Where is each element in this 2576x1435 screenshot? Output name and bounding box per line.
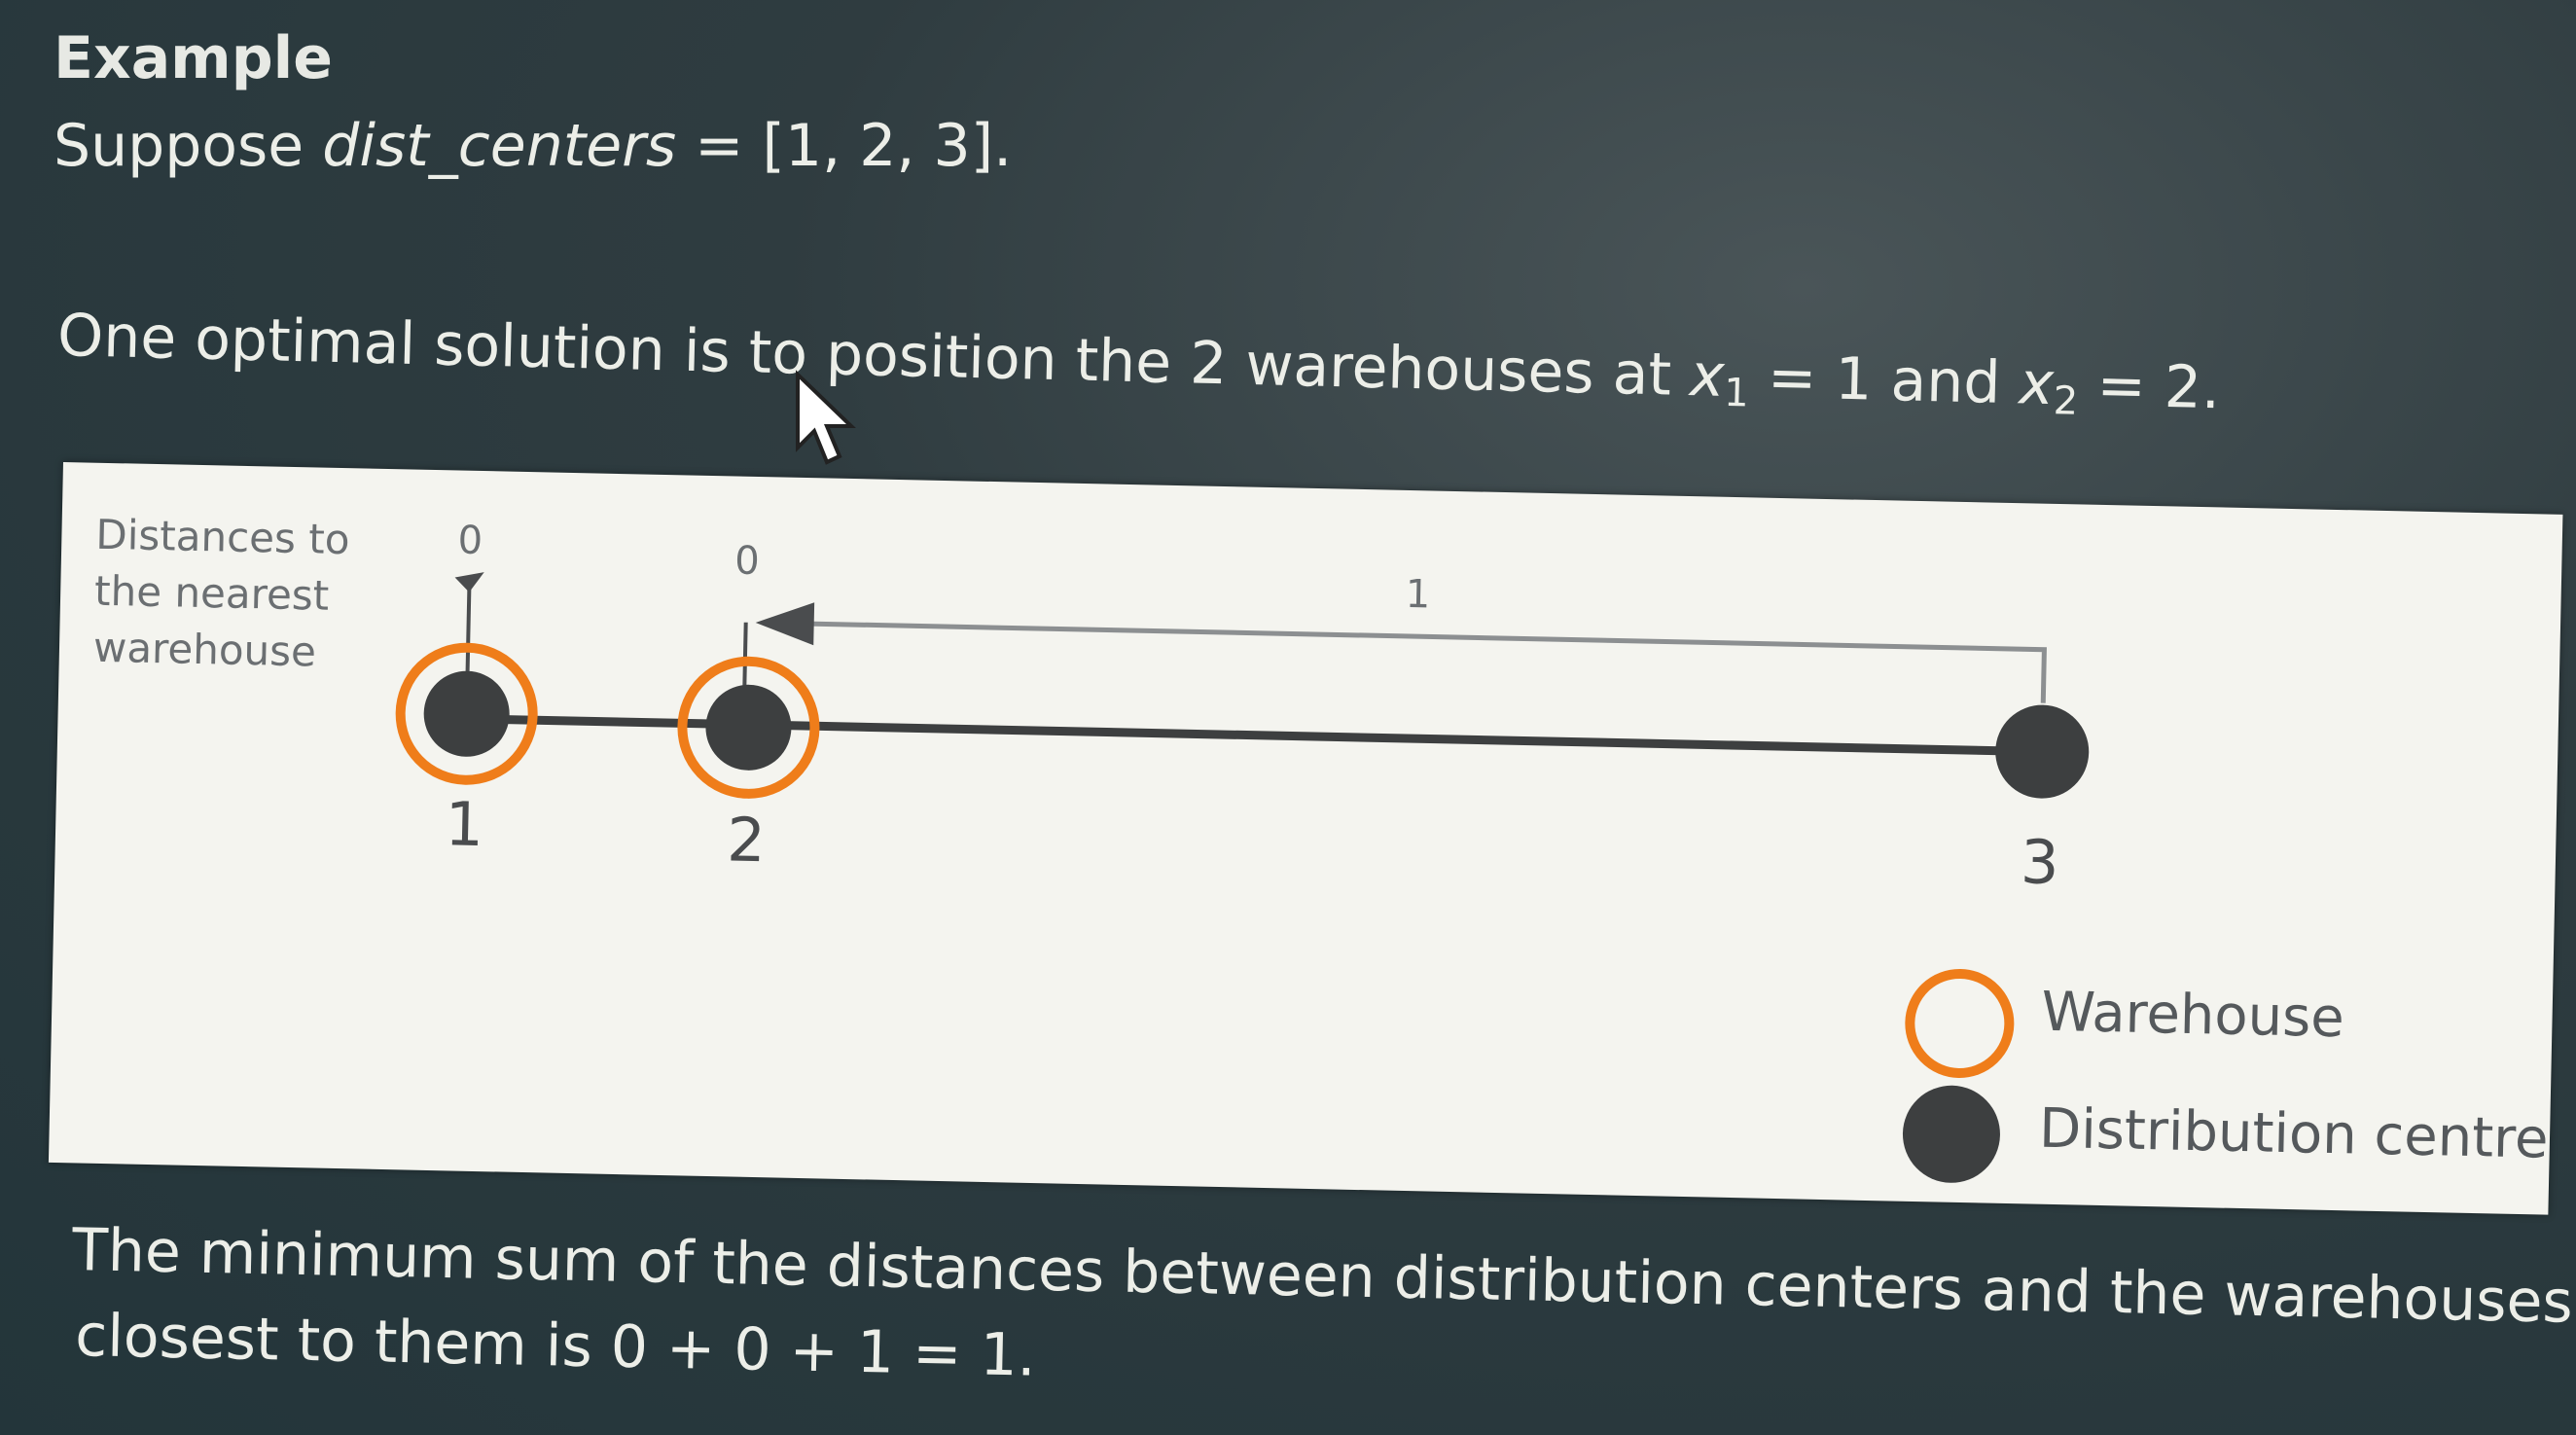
number-line-diagram: 0 0 1 1 2 3 (395, 519, 2090, 898)
x1-value: = 1 and (1748, 342, 2021, 418)
x2-subscript: 2 (2053, 378, 2079, 424)
distance-tick-1 (465, 577, 472, 680)
diagram-panel: Distances to the nearest warehouse 0 0 1… (48, 462, 2563, 1215)
example-heading: Example (54, 24, 333, 92)
x1-variable: x (1689, 341, 1726, 411)
distance-label-1: 0 (457, 519, 483, 564)
tick-arrow-1-icon (454, 572, 484, 592)
intro-variable: dist_centers (322, 112, 677, 180)
x1-subscript: 1 (1723, 370, 1750, 416)
x2-value: = 2. (2077, 350, 2221, 423)
distribution-centre-1 (423, 670, 510, 757)
point-label-1: 1 (445, 788, 484, 860)
conclusion-line-2: closest to them is 0 + 0 + 1 = 1. (74, 1302, 1037, 1390)
mouse-pointer-icon (796, 370, 856, 465)
distance-arrow-3-to-2 (808, 621, 2047, 703)
x2-variable: x (2018, 349, 2055, 419)
distance-label-3: 1 (1405, 572, 1430, 618)
intro-line: Suppose dist_centers = [1, 2, 3]. (54, 112, 1012, 180)
legend-centre-label: Distribution centre (2038, 1096, 2550, 1171)
intro-suffix: = [1, 2, 3]. (676, 112, 1013, 180)
distribution-centre-2 (705, 684, 792, 771)
warehouse-ring-1 (395, 642, 538, 785)
distribution-centre-3 (1995, 704, 2090, 799)
distance-label-2: 0 (734, 538, 760, 584)
legend-warehouse-label: Warehouse (2040, 980, 2345, 1051)
point-label-2: 2 (727, 804, 767, 876)
warehouse-ring-2 (677, 656, 820, 799)
arrowhead-icon (755, 602, 815, 646)
intro-prefix: Suppose (54, 112, 323, 180)
solution-line: One optimal solution is to position the … (56, 302, 2221, 427)
solution-text: One optimal solution is to position the … (56, 302, 1691, 410)
point-label-3: 3 (2020, 826, 2059, 898)
